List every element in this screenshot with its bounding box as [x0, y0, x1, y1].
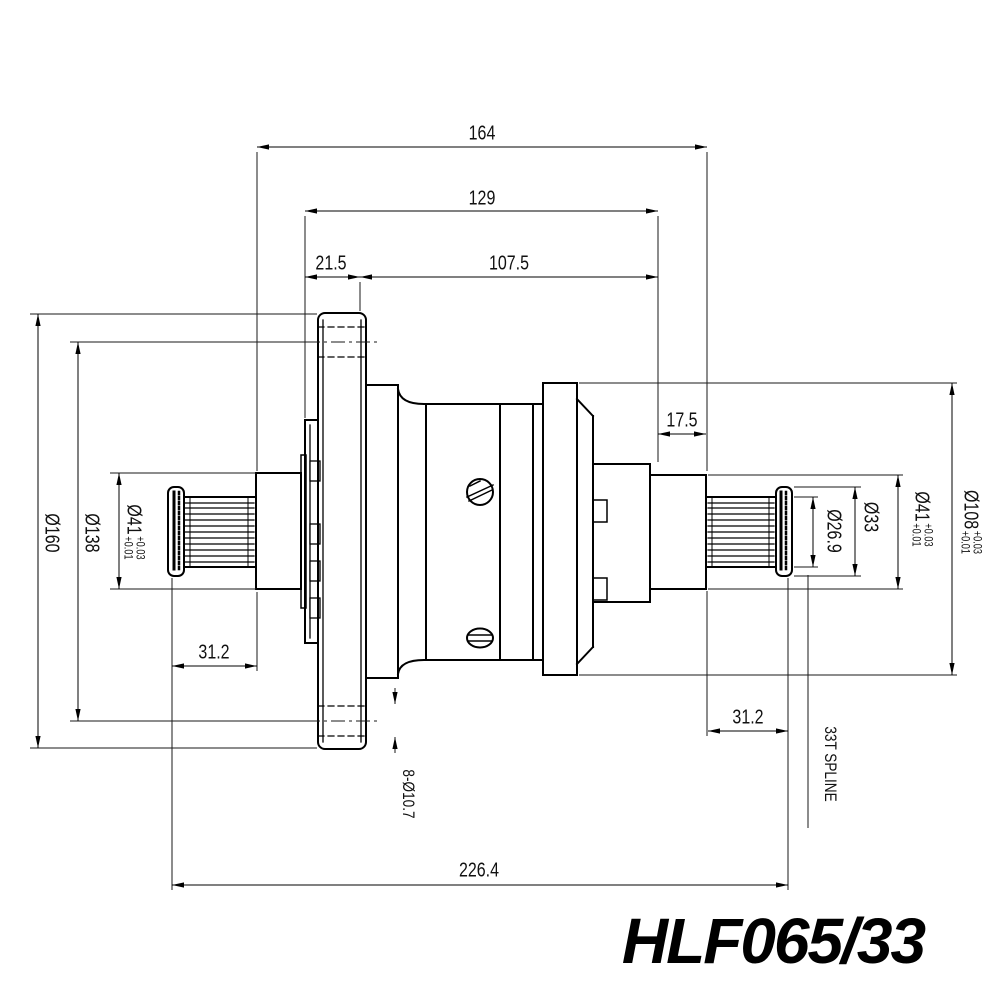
bolt-center-lines: [306, 341, 378, 722]
dim-body-span: 129: [468, 187, 496, 210]
left-spline-teeth: [183, 502, 255, 563]
dim-shaft-dia-right: Ø41+0.03+0.01: [909, 491, 934, 547]
tolerance-lower: +0.01: [122, 536, 134, 560]
tolerance-upper: +0.03: [921, 523, 934, 547]
note-spline-count: 33T SPLINE: [821, 726, 840, 802]
dim-total-length: 226.4: [458, 859, 500, 882]
dim-shaft-dia-left: Ø41+0.03+0.01: [121, 504, 146, 560]
shoulder: [365, 384, 399, 679]
tolerance-upper: +0.03: [970, 530, 983, 555]
dim-bolt-circle: Ø138: [80, 513, 103, 553]
dim-spline-length-left: 31.2: [198, 641, 230, 664]
drum-body: [423, 403, 544, 661]
dim-body-dia: Ø108+0.03+0.01: [958, 489, 983, 555]
dim-bolt-holes: 8-Ø10.7: [399, 769, 418, 819]
set-screw: [466, 478, 494, 506]
tolerance-lower: +0.01: [910, 523, 922, 547]
dim-shaft-dia-left-value: Ø41: [122, 504, 145, 535]
extension-lines: [30, 152, 957, 890]
dim-flange-od: Ø160: [40, 513, 63, 553]
dimension-lines: [35, 144, 955, 888]
dim-shaft-dia-right-value: Ø41: [910, 491, 933, 522]
tolerance-upper: +0.03: [133, 536, 146, 560]
left-spline-end-ring: [167, 486, 185, 577]
output-bell: [592, 463, 651, 603]
dim-spline-minor: Ø26.9: [822, 509, 845, 553]
right-spline-edges: [705, 496, 777, 568]
collar: [542, 382, 578, 676]
dim-overall-top: 164: [468, 122, 496, 145]
right-shaft-journal: [649, 474, 707, 590]
left-shaft-journal: [255, 472, 302, 590]
part-outline: [167, 312, 793, 750]
dim-spline-length-right: 31.2: [732, 706, 764, 729]
flange: [317, 312, 367, 750]
left-spline-edges: [183, 496, 257, 568]
bolt-holes-hidden-lines: [317, 326, 367, 737]
tolerance-lower: +0.01: [959, 530, 971, 555]
dim-journal-length: 17.5: [666, 409, 698, 432]
right-spline-teeth: [707, 502, 775, 563]
dim-spline-major: Ø33: [859, 501, 882, 533]
dim-flange-offset: 21.5: [315, 252, 347, 275]
dim-body-dia-value: Ø108: [959, 489, 982, 530]
right-spline-end-ring: [775, 486, 793, 577]
part-number-title: HLF065/33: [621, 905, 926, 977]
dim-flange-to-hub: 107.5: [488, 252, 530, 275]
oil-screw: [466, 627, 494, 649]
